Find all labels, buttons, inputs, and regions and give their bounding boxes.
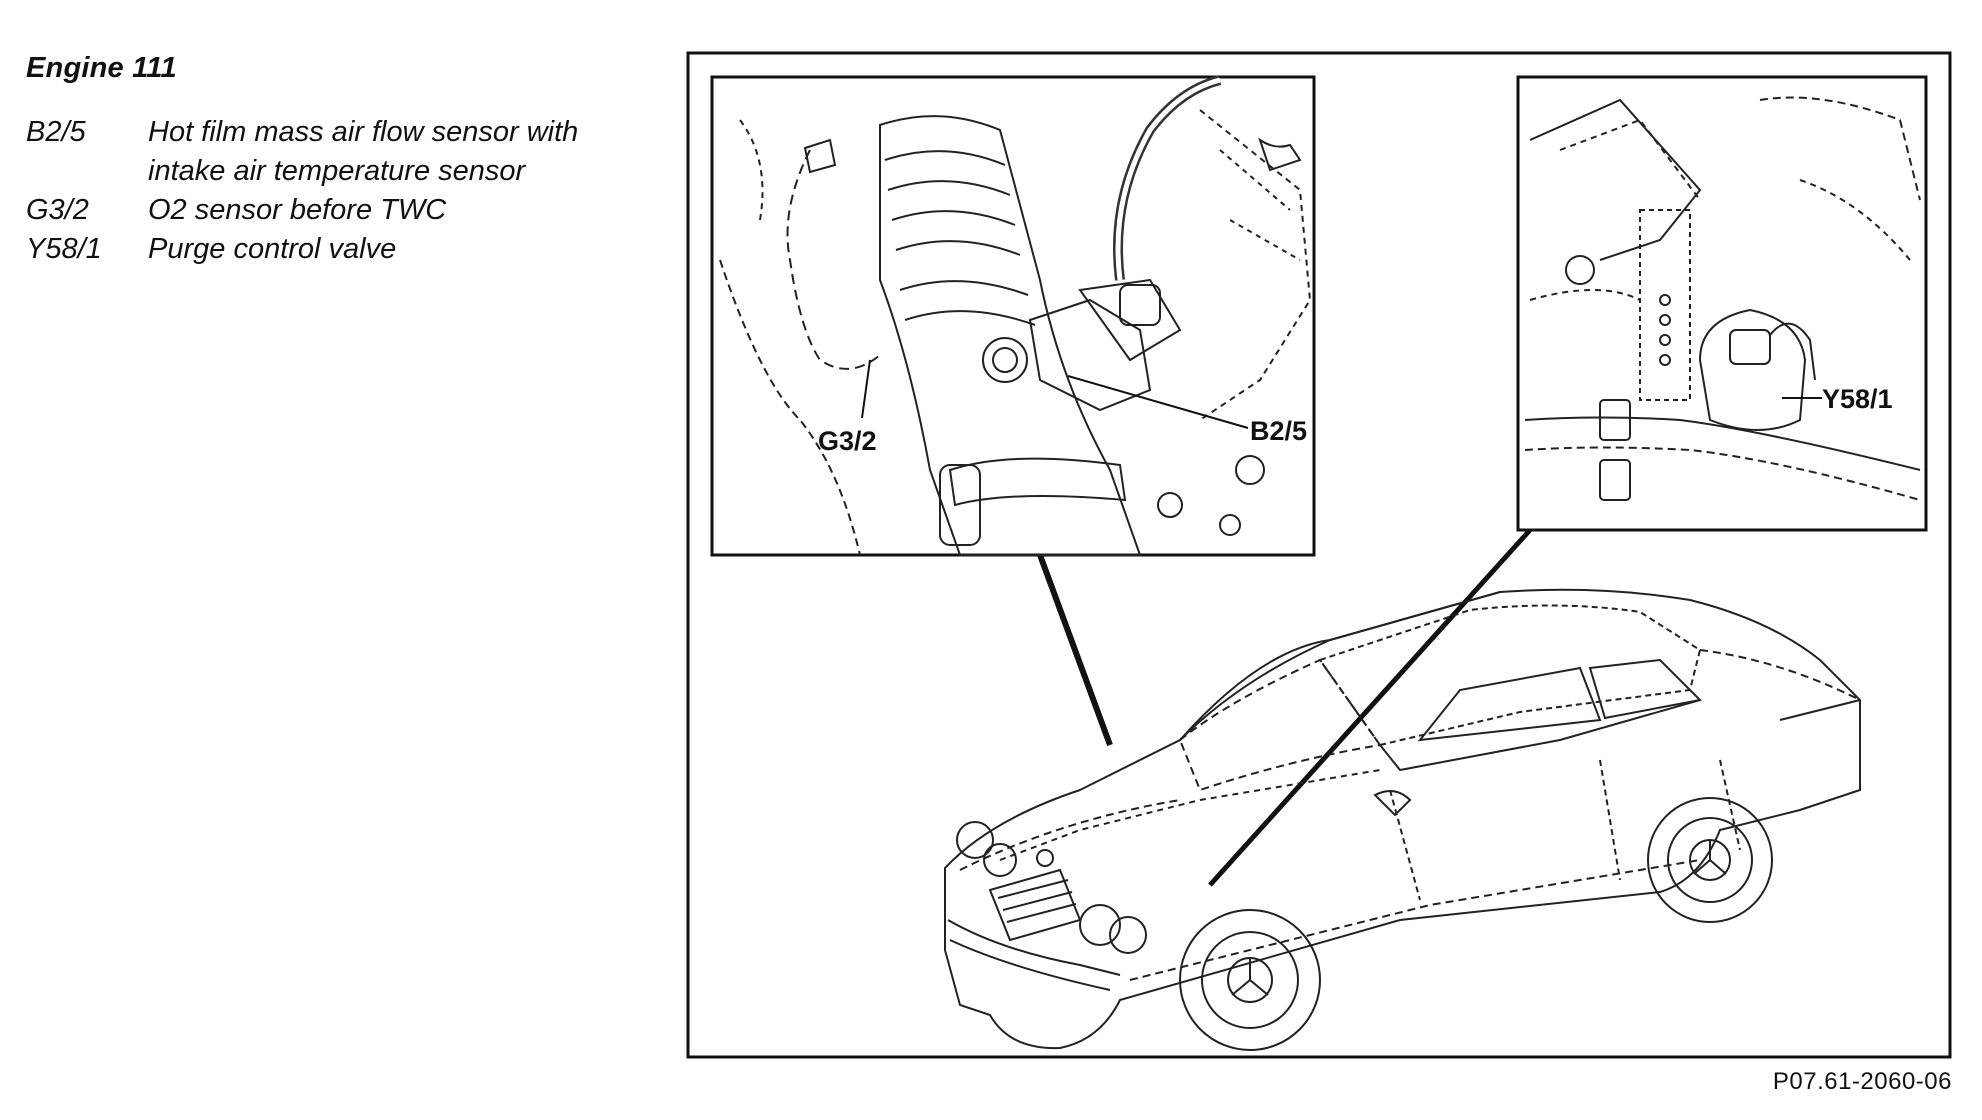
legend-description: O2 sensor before TWC bbox=[148, 194, 447, 226]
legend-item-g3-2: G3/2 O2 sensor before TWC bbox=[26, 191, 666, 230]
inset-frame bbox=[1516, 75, 1928, 532]
legend-description: Purge control valve bbox=[148, 233, 397, 265]
legend-code: B2/5 bbox=[26, 116, 86, 148]
callout-leader-b2-5 bbox=[1067, 375, 1249, 429]
callout-leader-g3-2 bbox=[861, 359, 871, 419]
legend-code: Y58/1 bbox=[26, 233, 102, 265]
inset-purge-valve: Y58/1 bbox=[1516, 75, 1928, 532]
inset-engine-bay: G3/2 B2/5 bbox=[710, 75, 1316, 557]
car-illustration bbox=[944, 588, 1861, 1051]
legend-description: Hot film mass air flow sensor with intak… bbox=[148, 116, 579, 187]
legend-item-y58-1: Y58/1 Purge control valve bbox=[26, 230, 666, 269]
legend: Engine 111 B2/5 Hot film mass air flow s… bbox=[26, 52, 666, 269]
legend-code: G3/2 bbox=[26, 194, 89, 226]
inset-frame bbox=[710, 75, 1316, 557]
callout-b2-5: B2/5 bbox=[1250, 416, 1307, 446]
legend-item-b2-5: B2/5 Hot film mass air flow sensor with … bbox=[26, 113, 666, 191]
leader-line-left bbox=[1037, 553, 1113, 747]
callout-y58-1: Y58/1 bbox=[1822, 384, 1893, 414]
figure-id: P07.61-2060-06 bbox=[1772, 1068, 1952, 1095]
leader-line-right bbox=[1208, 528, 1532, 887]
legend-title: Engine 111 bbox=[26, 52, 177, 84]
callout-g3-2: G3/2 bbox=[818, 426, 877, 456]
